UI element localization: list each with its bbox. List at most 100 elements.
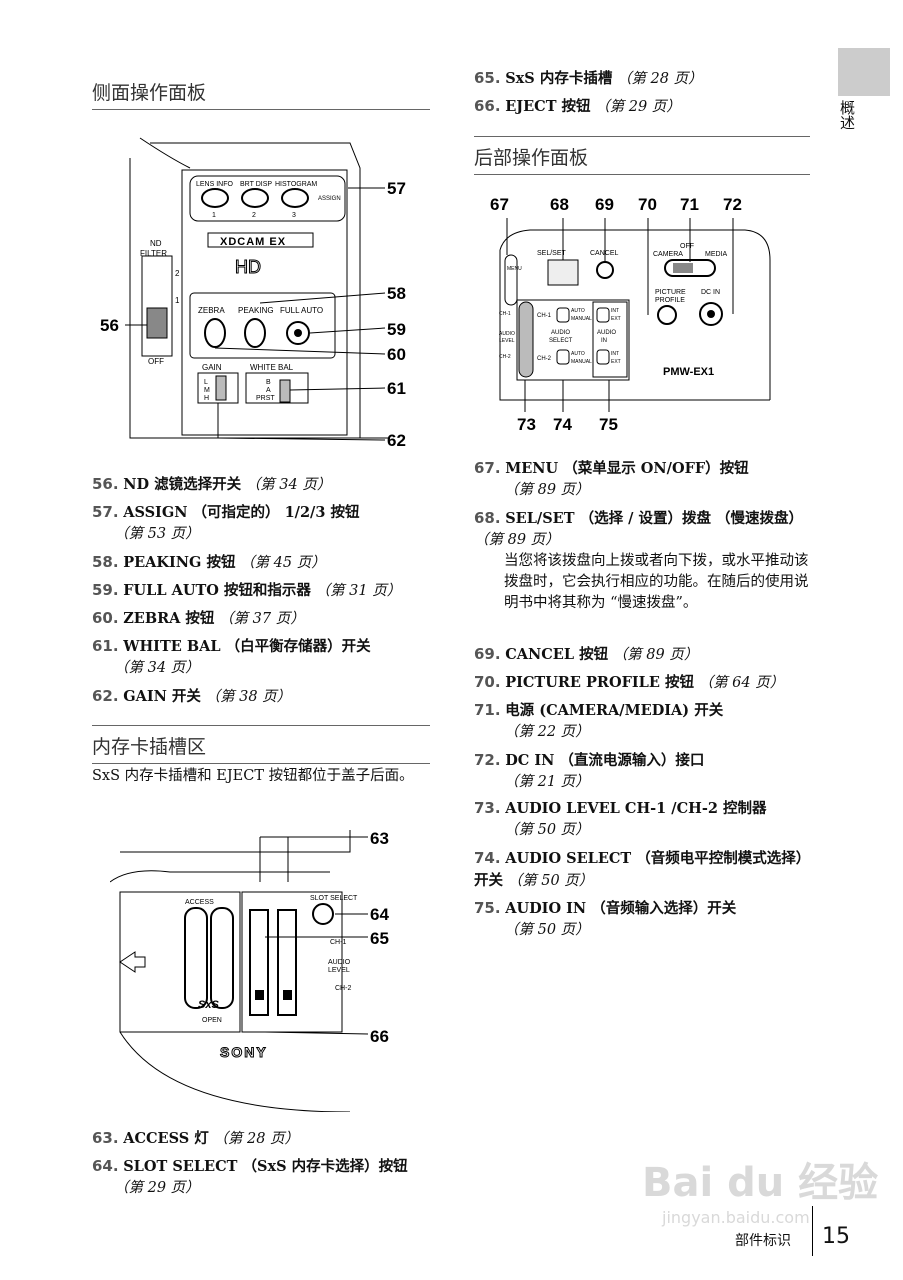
memory-slot-intro: SxS 内存卡插槽和 EJECT 按钮都位于盖子后面。: [92, 768, 414, 784]
svg-text:ACCESS: ACCESS: [185, 899, 214, 906]
svg-text:EXT: EXT: [611, 316, 621, 322]
svg-text:CH-2: CH-2: [537, 356, 552, 362]
svg-text:DC IN: DC IN: [701, 289, 720, 296]
svg-text:BRT DISP: BRT DISP: [240, 181, 272, 188]
list-item: 67. MENU （菜单显示 ON/OFF）按钮（第 89 页）: [474, 459, 749, 498]
svg-text:56: 56: [100, 316, 119, 335]
svg-text:IN: IN: [601, 338, 607, 344]
svg-text:70: 70: [638, 195, 657, 214]
svg-text:H: H: [204, 395, 209, 402]
svg-text:LEVEL: LEVEL: [499, 338, 515, 344]
svg-text:EXT: EXT: [611, 359, 621, 365]
svg-text:OFF: OFF: [148, 357, 164, 366]
svg-text:M: M: [204, 387, 210, 394]
side-tab-label: 概述: [838, 100, 856, 130]
svg-text:59: 59: [387, 320, 406, 339]
section-title-memory-slot: 内存卡插槽区: [92, 725, 430, 764]
svg-text:ASSIGN: ASSIGN: [318, 196, 341, 202]
svg-text:2: 2: [175, 269, 180, 278]
svg-text:63: 63: [370, 829, 389, 848]
svg-text:SEL/SET: SEL/SET: [537, 250, 567, 257]
svg-text:74: 74: [553, 415, 572, 434]
svg-text:3: 3: [292, 212, 296, 219]
svg-text:FULL AUTO: FULL AUTO: [280, 306, 323, 315]
svg-text:73: 73: [517, 415, 536, 434]
svg-text:SxS: SxS: [198, 999, 219, 1011]
svg-text:MANUAL: MANUAL: [571, 359, 592, 365]
svg-text:AUTO: AUTO: [571, 308, 585, 314]
svg-text:SLOT SELECT: SLOT SELECT: [310, 895, 358, 902]
svg-text:AUDIO: AUDIO: [551, 330, 570, 336]
svg-text:ND: ND: [150, 239, 162, 248]
svg-text:FILTER: FILTER: [140, 249, 167, 258]
svg-text:OFF: OFF: [680, 243, 694, 250]
list-item: 59. FULL AUTO 按钮和指示器 （第 31 页）: [92, 581, 402, 599]
footer-divider: [812, 1206, 813, 1256]
svg-text:PRST: PRST: [256, 395, 275, 402]
svg-text:MANUAL: MANUAL: [571, 316, 592, 322]
list-item: 63. ACCESS 灯 （第 28 页）: [92, 1129, 300, 1147]
list-item: 60. ZEBRA 按钮 （第 37 页）: [92, 609, 305, 627]
list-item: 65. SxS 内存卡插槽 （第 28 页）: [474, 69, 703, 87]
list-item: 74. AUDIO SELECT （音频电平控制模式选择）开关 （第 50 页）: [474, 849, 804, 889]
section-title-rear-panel: 后部操作面板: [474, 136, 810, 175]
svg-text:MEDIA: MEDIA: [705, 251, 728, 258]
svg-text:MENU: MENU: [507, 266, 522, 272]
list-item: 64. SLOT SELECT （SxS 内存卡选择）按钮（第 29 页）: [92, 1157, 408, 1196]
list-item: 70. PICTURE PROFILE 按钮 （第 64 页）: [474, 673, 785, 691]
svg-text:L: L: [204, 379, 208, 386]
svg-text:AUDIO: AUDIO: [499, 331, 515, 337]
svg-text:GAIN: GAIN: [202, 363, 222, 372]
svg-text:62: 62: [387, 431, 406, 450]
svg-text:68: 68: [550, 195, 569, 214]
svg-text:SELECT: SELECT: [549, 338, 573, 344]
page-number: 15: [822, 1224, 850, 1249]
svg-text:CH-2: CH-2: [499, 354, 511, 360]
list-item: 72. DC IN （直流电源输入）接口（第 21 页）: [474, 751, 705, 790]
svg-text:1: 1: [175, 296, 180, 305]
list-item: 75. AUDIO IN （音频输入选择）开关（第 50 页）: [474, 899, 737, 938]
memory-slot-figure: ACCESS SxS OPEN SLOT SELECT CH-1 AUDIO L…: [110, 829, 389, 1112]
svg-text:LENS INFO: LENS INFO: [196, 181, 234, 188]
svg-text:66: 66: [370, 1027, 389, 1046]
svg-text:PICTURE: PICTURE: [655, 289, 686, 296]
svg-text:AUTO: AUTO: [571, 351, 585, 357]
list-item: 62. GAIN 开关 （第 38 页）: [92, 687, 292, 705]
svg-text:SONY: SONY: [220, 1044, 268, 1060]
section-tab-marker: [838, 48, 890, 96]
svg-text:INT: INT: [611, 308, 619, 314]
svg-text:B: B: [266, 379, 271, 386]
svg-text:PROFILE: PROFILE: [655, 297, 685, 304]
svg-text:HISTOGRAM: HISTOGRAM: [275, 181, 317, 188]
list-item: 68. SEL/SET （选择 / 设置）拨盘 （慢速拨盘）（第 89 页） 当…: [474, 509, 809, 611]
svg-text:PMW-EX1: PMW-EX1: [663, 366, 714, 378]
baidu-watermark: Bai du 经验 jingyan.baidu.com: [642, 1160, 879, 1227]
list-item: 66. EJECT 按钮 （第 29 页）: [474, 97, 681, 115]
svg-text:69: 69: [595, 195, 614, 214]
list-item: 73. AUDIO LEVEL CH-1 /CH-2 控制器（第 50 页）: [474, 799, 767, 838]
side-panel-figure: LENS INFO BRT DISP HISTOGRAM ASSIGN 1 2 …: [100, 137, 406, 450]
svg-text:A: A: [266, 387, 271, 394]
footer-section-label: 部件标识: [735, 1233, 791, 1249]
svg-text:67: 67: [490, 195, 509, 214]
svg-text:57: 57: [387, 179, 406, 198]
svg-text:AUDIO: AUDIO: [597, 330, 616, 336]
section-title-side-panel: 侧面操作面板: [92, 72, 430, 110]
svg-text:75: 75: [599, 415, 618, 434]
svg-text:65: 65: [370, 929, 389, 948]
svg-text:2: 2: [252, 212, 256, 219]
svg-text:71: 71: [680, 195, 699, 214]
list-item: 57. ASSIGN （可指定的） 1/2/3 按钮（第 53 页）: [92, 503, 360, 542]
svg-text:CH-1: CH-1: [499, 311, 511, 317]
svg-text:XDCAM EX: XDCAM EX: [220, 236, 286, 248]
svg-text:HD: HD: [235, 257, 261, 277]
svg-text:AUDIO: AUDIO: [328, 959, 351, 966]
list-item: 58. PEAKING 按钮 （第 45 页）: [92, 553, 326, 571]
list-item: 61. WHITE BAL （白平衡存储器）开关（第 34 页）: [92, 637, 371, 676]
list-item: 56. ND 滤镜选择开关 （第 34 页）: [92, 475, 332, 493]
svg-text:61: 61: [387, 379, 406, 398]
svg-text:CH-1: CH-1: [330, 939, 346, 946]
svg-text:CAMERA: CAMERA: [653, 251, 683, 258]
svg-text:CH-2: CH-2: [335, 985, 351, 992]
svg-text:60: 60: [387, 345, 406, 364]
